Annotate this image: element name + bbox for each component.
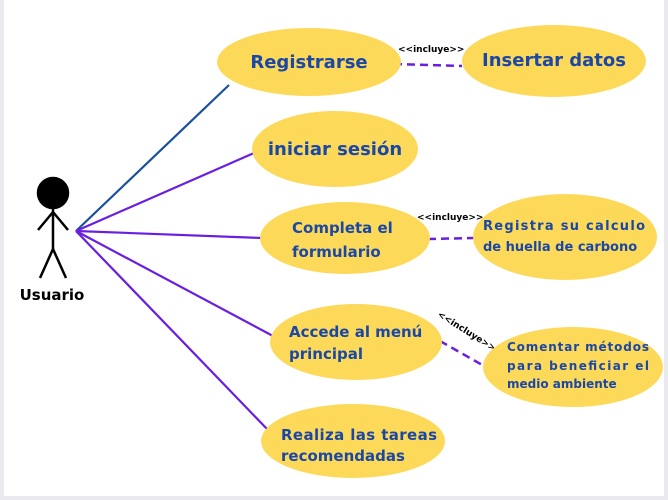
use-case-label: medio ambiente	[507, 377, 617, 391]
use-case-label: Comentar métodos	[507, 340, 649, 354]
use-case-label: principal	[289, 345, 363, 363]
include-label-1: <<incluye>>	[398, 45, 464, 55]
use-case-accede-menu[interactable]: Accede al menú principal	[270, 304, 442, 380]
include-line-1	[393, 62, 463, 68]
include-label-2: <<incluye>>	[417, 213, 483, 223]
use-case-iniciar-sesion[interactable]: iniciar sesión	[252, 111, 418, 187]
use-case-label: formulario	[292, 243, 381, 261]
use-case-label: iniciar sesión	[268, 139, 402, 160]
association-formulario	[75, 229, 263, 240]
use-case-label: Completa el	[292, 219, 393, 237]
association-sesion	[75, 151, 255, 233]
use-case-registra-huella[interactable]: Registra su calculo de huella de carbono	[473, 194, 657, 280]
use-case-label: Registrarse	[250, 52, 367, 73]
association-registrarse	[75, 84, 230, 232]
actor-head	[36, 176, 70, 210]
actor-usuario[interactable]	[36, 176, 70, 279]
use-case-realiza-tareas[interactable]: Realiza las tareas recomendadas	[261, 404, 445, 478]
association-tareas	[75, 230, 269, 431]
use-case-label: Accede al menú	[289, 323, 422, 341]
use-case-completa-formulario[interactable]: Completa el formulario	[260, 202, 430, 274]
association-menu	[75, 230, 274, 337]
include-label-3: <<incluye>>	[435, 310, 497, 354]
use-case-label: Insertar datos	[482, 50, 626, 71]
include-line-2	[427, 236, 476, 241]
use-case-registrarse[interactable]: Registrarse	[217, 28, 401, 96]
use-case-label: para beneficiar el	[507, 359, 649, 373]
use-case-comentar-metodos[interactable]: Comentar métodos para beneficiar el medi…	[483, 327, 663, 407]
use-case-label: Registra su calculo	[483, 219, 645, 234]
use-case-label: Realiza las tareas	[281, 426, 437, 444]
use-case-label: recomendadas	[281, 447, 405, 465]
include-line-3	[439, 339, 485, 368]
use-case-insertar-datos[interactable]: Insertar datos	[462, 25, 646, 97]
actor-label: Usuario	[20, 286, 85, 304]
use-case-label: de huella de carbono	[483, 240, 637, 255]
